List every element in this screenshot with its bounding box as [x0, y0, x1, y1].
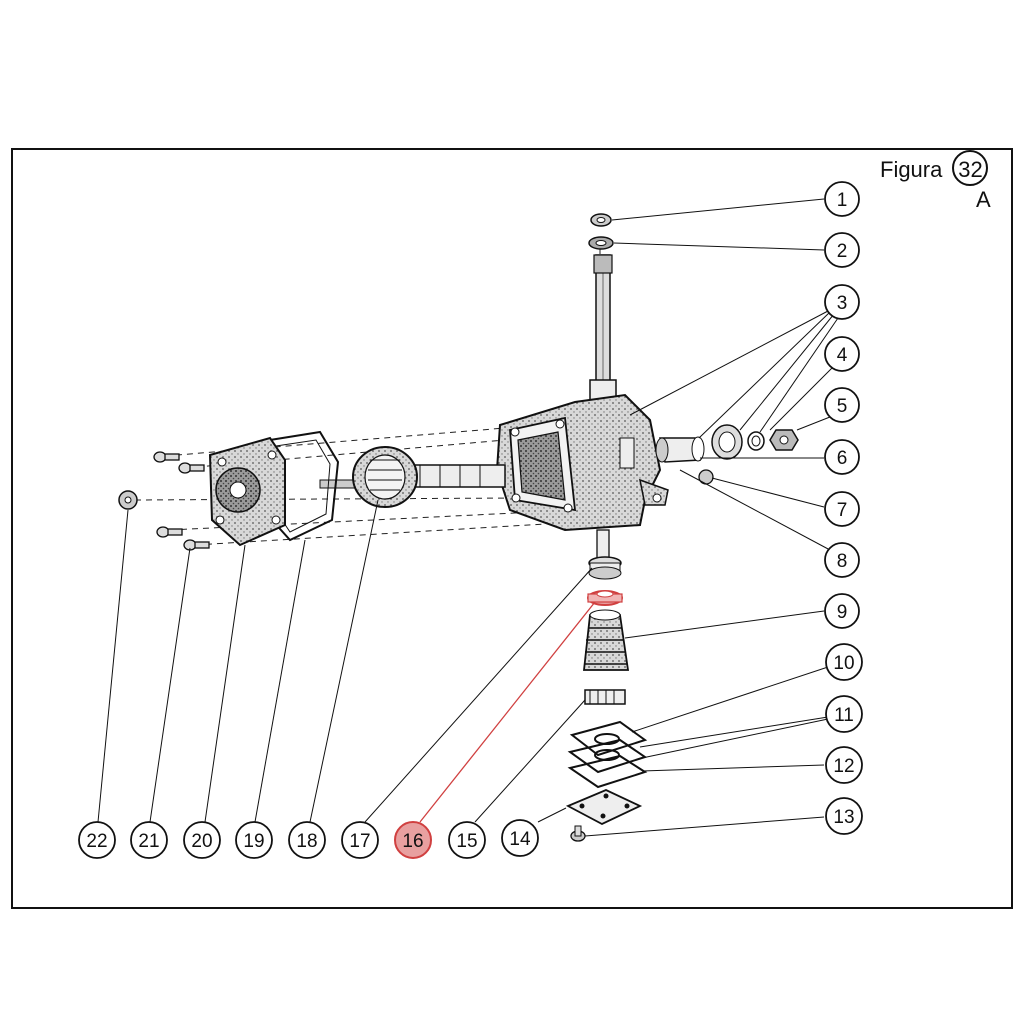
callout-9: 9 — [824, 593, 860, 629]
figure-number: 32 — [952, 150, 989, 186]
callout-15: 15 — [448, 821, 486, 859]
washer-small — [747, 431, 765, 451]
callout-11: 11 — [825, 695, 863, 733]
callout-22-label: 22 — [86, 831, 107, 852]
callout-16-label: 16 — [402, 831, 423, 852]
callout-21-label: 21 — [138, 831, 159, 852]
callout-20-label: 20 — [191, 831, 212, 852]
pinion-shaft — [319, 446, 506, 508]
callout-2-label: 2 — [837, 241, 848, 262]
callout-9-label: 9 — [837, 602, 848, 623]
callout-15-label: 15 — [456, 831, 477, 852]
callout-21: 21 — [130, 821, 168, 859]
callout-12: 12 — [825, 746, 863, 784]
callout-16: 16 — [394, 821, 432, 859]
bearing-sleeve — [655, 436, 705, 463]
callout-1-label: 1 — [837, 190, 848, 211]
callout-18: 18 — [288, 821, 326, 859]
callout-5-label: 5 — [837, 396, 848, 417]
cover-nut — [118, 490, 138, 510]
callout-7-label: 7 — [837, 500, 848, 521]
callout-8: 8 — [824, 542, 860, 578]
callout-1: 1 — [824, 181, 860, 217]
callout-3: 3 — [824, 284, 860, 320]
callout-19-label: 19 — [243, 831, 264, 852]
highlighted-bearing — [587, 590, 623, 606]
callout-22: 22 — [78, 821, 116, 859]
callout-18-label: 18 — [296, 831, 317, 852]
callout-5: 5 — [824, 387, 860, 423]
callout-13: 13 — [825, 797, 863, 835]
figure-label-text: Figura — [880, 157, 943, 182]
callout-14-label: 14 — [509, 829, 531, 850]
callout-13-label: 13 — [833, 807, 854, 828]
callout-10-label: 10 — [833, 653, 854, 674]
leader-line-highlight — [419, 601, 596, 823]
figure-label: Figura 32 — [880, 150, 989, 186]
seal-ring — [711, 424, 743, 460]
callout-20: 20 — [183, 821, 221, 859]
side-cover — [208, 436, 286, 547]
callout-17-label: 17 — [349, 831, 370, 852]
hex-nut — [769, 429, 799, 451]
gearbox-housing — [495, 393, 669, 532]
top-washer — [588, 236, 614, 250]
callout-7: 7 — [824, 491, 860, 527]
lower-bearing — [584, 689, 626, 705]
figure-sub-label: A — [976, 187, 991, 212]
base-bolt — [570, 825, 586, 842]
callout-6-label: 6 — [837, 448, 848, 469]
callout-8-label: 8 — [837, 551, 848, 572]
callout-4: 4 — [824, 336, 860, 372]
leader-lines — [97, 198, 839, 837]
cover-bolts — [153, 451, 210, 551]
callout-4-label: 4 — [837, 345, 848, 366]
callout-6: 6 — [824, 439, 860, 475]
top-nut — [590, 213, 612, 227]
callout-10: 10 — [825, 643, 863, 681]
callout-12-label: 12 — [833, 756, 854, 777]
callout-11-label: 11 — [834, 705, 854, 726]
callout-14: 14 — [501, 819, 539, 857]
vertical-shaft — [589, 254, 617, 411]
callout-19: 19 — [235, 821, 273, 859]
base-plate — [565, 789, 643, 826]
callout-17: 17 — [341, 821, 379, 859]
callout-3-label: 3 — [837, 293, 848, 314]
bearing-ring-upper — [588, 556, 622, 580]
spiral-bevel-gear — [582, 609, 630, 671]
callout-2: 2 — [824, 232, 860, 268]
small-plug — [698, 469, 714, 485]
shim-plates — [567, 720, 648, 789]
